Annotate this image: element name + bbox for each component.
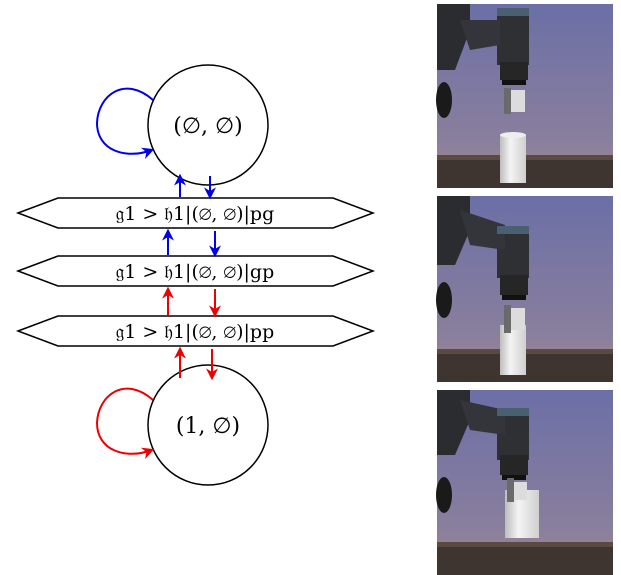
state-label-bottom: (1, ∅)	[176, 414, 240, 439]
self-loop-bottom	[95, 387, 155, 459]
transition-label-gp: 𝔤1 > 𝔥1|(∅, ∅)|gp	[116, 261, 274, 283]
photo-1-robot-above-cylinder	[436, 4, 613, 188]
photo-3-peg-placed	[436, 390, 613, 575]
self-loop-top	[95, 87, 155, 159]
state-label-top: (∅, ∅)	[173, 114, 242, 139]
transition-label-pg: 𝔤1 > 𝔥1|(∅, ∅)|pg	[116, 203, 274, 225]
state-node-bottom: (1, ∅)	[147, 364, 269, 486]
photo-2-inserting-peg	[436, 196, 613, 382]
transition-pp: 𝔤1 > 𝔥1|(∅, ∅)|pp	[15, 315, 376, 347]
transition-label-pp: 𝔤1 > 𝔥1|(∅, ∅)|pp	[116, 321, 274, 343]
transition-gp: 𝔤1 > 𝔥1|(∅, ∅)|gp	[15, 255, 376, 287]
transition-pg: 𝔤1 > 𝔥1|(∅, ∅)|pg	[15, 197, 376, 229]
state-node-top: (∅, ∅)	[147, 64, 269, 186]
red-arrows	[162, 286, 221, 381]
blue-arrows	[162, 173, 221, 258]
